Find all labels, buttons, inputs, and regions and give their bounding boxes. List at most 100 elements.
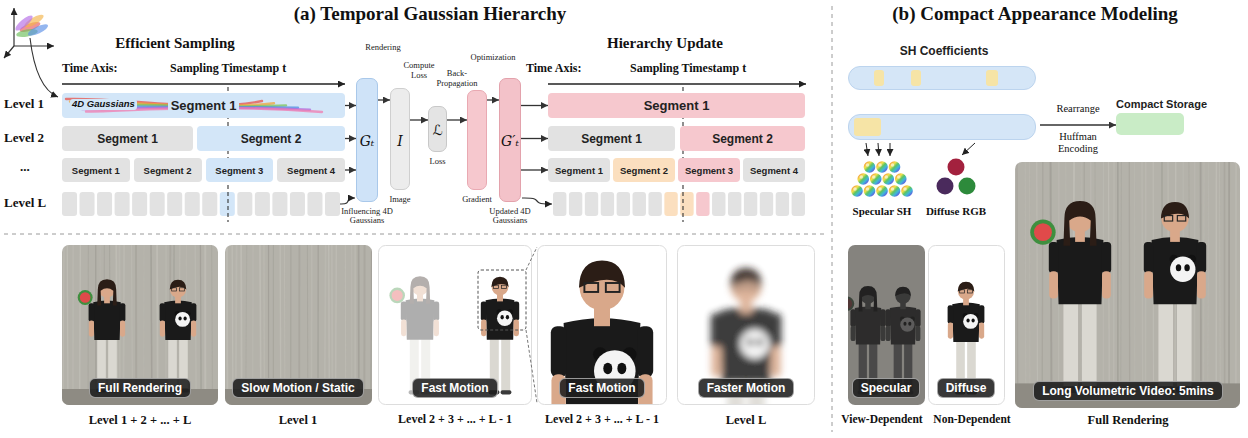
axes-icon: [13, 8, 14, 46]
specular-sh-spheres: [889, 185, 901, 197]
gaussian-bar: Gradient: [467, 90, 487, 190]
person-figure: [880, 326, 885, 341]
storage-block: [1116, 113, 1184, 135]
segment-cell: [680, 192, 693, 216]
photo-badge: Full Rendering: [89, 378, 191, 398]
person-figure: [963, 314, 978, 329]
level-caption: Level 1 + 2 + ... + L: [89, 413, 192, 427]
photo: [225, 245, 372, 405]
axis-label: Time Axis:: [62, 62, 117, 76]
segment-cell: [633, 192, 646, 216]
flow-arrow: [345, 105, 356, 106]
photo: [225, 245, 372, 405]
person-figure: [948, 323, 953, 339]
person-figure: [160, 280, 197, 393]
specular-sh-spheres: [851, 185, 863, 197]
person-figure: [963, 313, 979, 329]
photo: [1029, 162, 1030, 408]
segment-cell: [569, 192, 582, 216]
person-figure: [603, 363, 612, 375]
specular-sh-spheres: [882, 173, 894, 185]
photo: [537, 245, 667, 405]
photo: [211, 245, 213, 405]
small-arrow: [962, 143, 975, 155]
person-figure: [711, 346, 721, 377]
segment-label: Segment 3: [215, 165, 263, 176]
segment-label: Segment 2: [144, 165, 192, 176]
person-figure: [497, 309, 513, 326]
person-figure: [851, 326, 856, 341]
diffuse-rgb-circles: [937, 159, 976, 195]
person-figure: [497, 310, 513, 326]
person-figure: [78, 290, 93, 305]
photo: [1219, 162, 1221, 408]
person-figure: [93, 300, 121, 340]
segment-label: Segment 2: [620, 165, 668, 176]
person-figure: [191, 321, 196, 337]
photo: [840, 245, 925, 405]
specular-sh-spheres: [872, 175, 876, 179]
segment-box: Segment 3: [678, 158, 740, 182]
photo: [378, 245, 532, 405]
specular-sh-spheres: [891, 187, 895, 191]
person-figure: [389, 288, 405, 304]
flow-arrow: [340, 198, 355, 204]
segment-cell: [167, 192, 182, 216]
person-figure: [1030, 219, 1055, 244]
badge-label: Fast Motion: [568, 381, 635, 395]
specular-sh-spheres: [889, 161, 901, 173]
axes-icon: [4, 46, 14, 58]
person-figure: [606, 283, 620, 292]
photo: [363, 245, 365, 405]
gaussian-bar: GₜInfluencing 4D Gaussians: [356, 78, 378, 202]
person-figure: [1057, 237, 1104, 304]
coefficient-patch: [986, 70, 998, 86]
segment-cell: [62, 192, 77, 216]
person-figure: [401, 301, 407, 320]
segment-cell: [150, 192, 165, 216]
badge-label: Slow Motion / Static: [241, 381, 354, 395]
specular-sh-spheres: [864, 161, 876, 173]
axes-icon: [13, 13, 34, 33]
level-label: ...: [20, 160, 30, 175]
person-figure: [1030, 201, 1111, 393]
small-arrow: [878, 143, 879, 156]
person-figure: [1030, 219, 1055, 244]
person-figure: [895, 287, 911, 296]
person-figure: [966, 318, 969, 322]
coefficient-bar: [848, 66, 1036, 90]
flow-arrow: [447, 119, 467, 120]
edge-label: Back-Propagation: [432, 69, 482, 89]
segment-box: Segment 1: [62, 158, 130, 182]
segment-cell: [744, 192, 757, 216]
photo: [537, 245, 667, 438]
person-figure: [757, 338, 763, 346]
segment-label: Segment 2: [712, 132, 773, 146]
person-figure: [551, 326, 567, 377]
panel-title: (b) Compact Appearance Modeling: [892, 3, 1178, 25]
panel-title: (a) Temporal Gaussian Hierarchy: [294, 3, 567, 25]
person-figure: [972, 318, 975, 322]
person-figure: [164, 300, 192, 340]
photo: [1042, 162, 1044, 408]
person-figure: [848, 297, 854, 311]
person-figure: [711, 313, 722, 348]
photo: [1215, 162, 1217, 408]
segment-cell: [115, 192, 130, 216]
specular-sh-spheres: [859, 175, 863, 179]
segment-box: Segment 4: [743, 158, 805, 182]
segment-label: Segment 1: [97, 132, 158, 146]
person-figure: [890, 306, 916, 344]
edge-label: Optimization: [471, 53, 516, 63]
segment-cell: [237, 192, 252, 216]
axes-icon: [14, 45, 54, 46]
person-figure: [859, 286, 878, 311]
time-axis-arrow: [62, 83, 345, 84]
person-figure: [747, 338, 753, 346]
segment-label: Segment 4: [750, 165, 798, 176]
photo: [677, 245, 815, 405]
segment-cell: [792, 192, 805, 216]
gaussian-label: 4D Gaussians: [70, 99, 137, 110]
person-figure: [481, 319, 486, 336]
separator: [832, 6, 833, 432]
